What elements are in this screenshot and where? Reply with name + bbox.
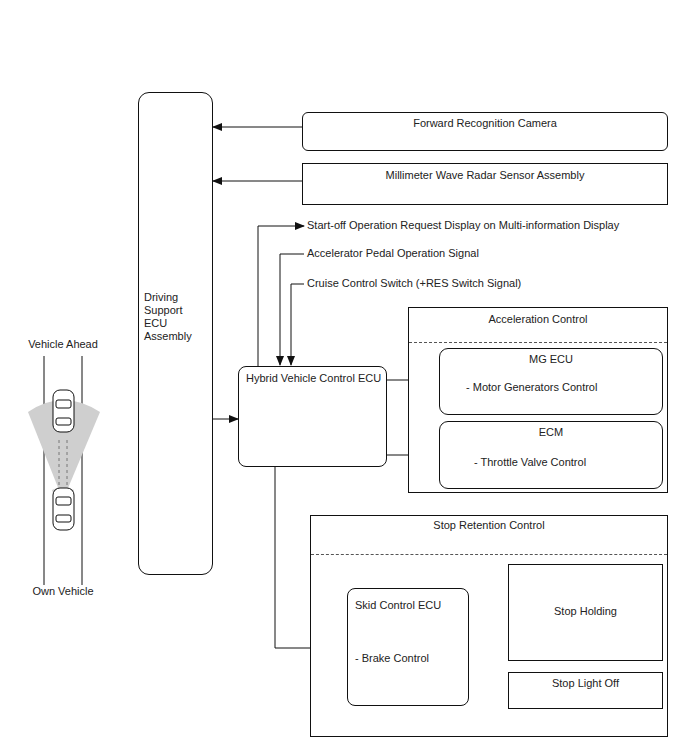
box-title: Stop Retention Control (314, 519, 664, 532)
scene-label: Vehicle Ahead (27, 338, 99, 351)
ecu-box: MG ECU - Motor Generators Control (439, 348, 663, 415)
signal-lines (258, 226, 304, 366)
box-title: Hybrid Vehicle Control ECU (246, 372, 382, 385)
ecu-box: Skid Control ECU - Brake Control (347, 588, 469, 706)
scene-label: Own Vehicle (31, 585, 94, 598)
control-group: Acceleration Control MG ECU - Motor Genera… (408, 307, 668, 493)
signal-label: Accelerator Pedal Operation Signal (306, 247, 480, 260)
box-detail: - Brake Control (355, 652, 464, 665)
ecu-box: Driving Support ECU Assembly (138, 92, 213, 575)
box-title: Forward Recognition Camera (306, 117, 664, 130)
connector-arrow (213, 181, 302, 182)
box-title: MG ECU (443, 353, 659, 366)
connector-arrow (213, 127, 302, 128)
ecu-box: Hybrid Vehicle Control ECU (238, 366, 387, 467)
box-title: Acceleration Control (412, 313, 664, 326)
action-box: Stop Holding (508, 564, 663, 661)
connector-arrow (213, 419, 238, 420)
dashed-divider (409, 342, 667, 343)
action-box: Stop Light Off (508, 672, 663, 709)
box-title: Millimeter Wave Radar Sensor Assembly (306, 169, 664, 182)
box-detail: - Throttle Valve Control (474, 456, 658, 469)
box-title: Stop Light Off (512, 677, 659, 690)
radar-box: Millimeter Wave Radar Sensor Assembly (302, 163, 668, 205)
box-title: ECM (443, 426, 659, 439)
box-title: Skid Control ECU (355, 599, 464, 612)
box-title: Driving Support ECU Assembly (144, 291, 208, 343)
signal-label: Cruise Control Switch (+RES Switch Signa… (306, 277, 522, 290)
box-detail: - Motor Generators Control (466, 381, 658, 394)
road-scene (28, 356, 100, 585)
camera-box: Forward Recognition Camera (302, 112, 668, 151)
dashed-divider (311, 554, 667, 555)
ecu-box: ECM - Throttle Valve Control (439, 421, 663, 489)
signal-label: Start-off Operation Request Display on M… (306, 219, 620, 232)
box-title: Stop Holding (512, 605, 659, 618)
control-group: Stop Retention ControlSkid Control ECU - … (310, 515, 668, 737)
